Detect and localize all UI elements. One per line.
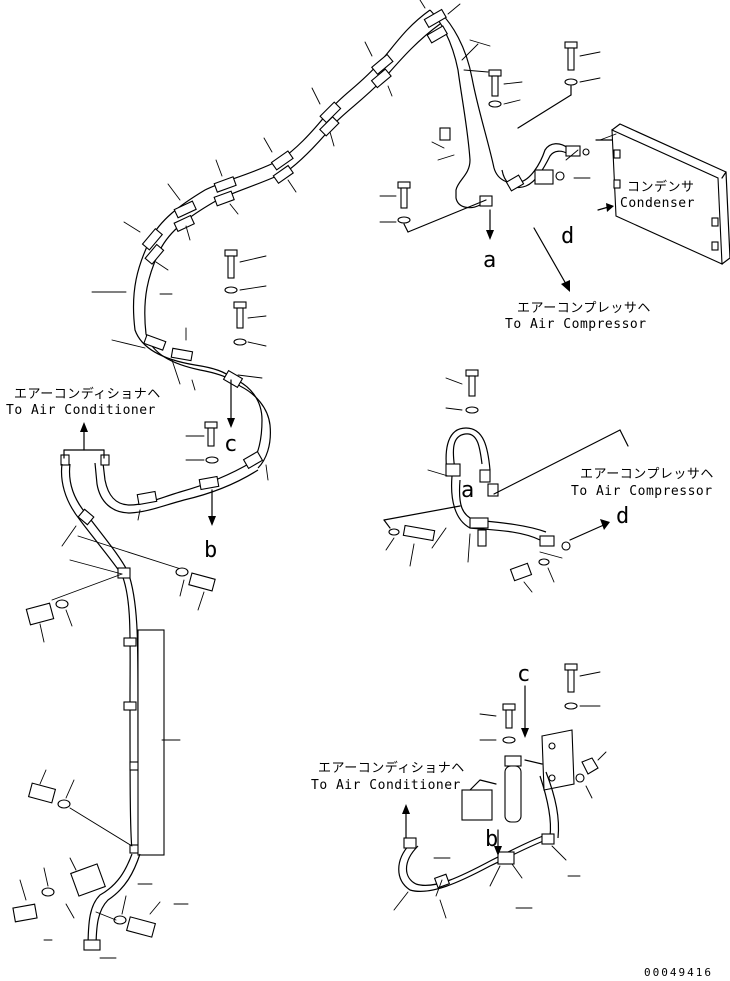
ref-a-2: a [461, 478, 475, 503]
conditioner-label-en-2: To Air Conditioner [311, 778, 461, 793]
main-hose-route [60, 9, 495, 514]
receiver-group [393, 663, 607, 919]
hose-clamps [136, 8, 449, 506]
bolt-group-main [185, 249, 267, 526]
ref-c-2: c [517, 662, 531, 687]
ref-d-1: d [561, 224, 575, 249]
condenser-label-jp: コンデンサ [627, 180, 695, 195]
ref-d-2: d [616, 504, 630, 529]
condenser-group [379, 39, 730, 292]
ref-a-1: a [483, 248, 497, 273]
compressor-label-en-1: To Air Compressor [505, 317, 647, 332]
ref-b-2: b [485, 827, 499, 852]
compressor-label-jp-1: エアーコンプレッサヘ [517, 301, 651, 316]
conditioner-label-jp-2: エアーコンディショナヘ [318, 761, 465, 776]
conditioner-label-en-1: To Air Conditioner [6, 403, 156, 418]
compressor-label-jp-2: エアーコンプレッサヘ [580, 467, 714, 482]
ref-c-1: c [224, 432, 238, 457]
compressor-label-en-2: To Air Compressor [571, 484, 713, 499]
left-hose-group [12, 422, 216, 959]
ref-b-1: b [204, 538, 218, 563]
detail-a-group [383, 369, 629, 593]
condenser-label-en: Condenser [620, 196, 695, 211]
leader-lines-main [91, 0, 461, 521]
document-id: 00049416 [644, 966, 713, 979]
conditioner-label-jp-1: エアーコンディショナヘ [14, 387, 161, 402]
